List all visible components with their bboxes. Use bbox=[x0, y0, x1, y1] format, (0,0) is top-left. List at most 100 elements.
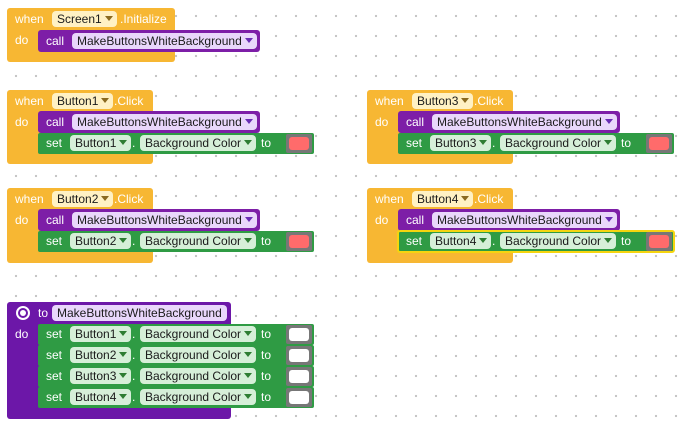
to-label: to bbox=[261, 327, 272, 341]
color-value-block[interactable] bbox=[286, 325, 312, 344]
screen1-initialize-event-block[interactable]: when Screen1 .Initialize do call MakeBut… bbox=[7, 8, 260, 62]
button4-component-dropdown[interactable]: Button4 bbox=[412, 191, 474, 207]
to-label: to bbox=[621, 234, 632, 248]
set-label: set bbox=[406, 136, 423, 150]
property-dropdown[interactable]: Background Color bbox=[140, 368, 257, 384]
button1-component-dropdown[interactable]: Button1 bbox=[52, 93, 114, 109]
to-label: to bbox=[261, 390, 272, 404]
do-label: do bbox=[15, 115, 29, 129]
to-label: to bbox=[261, 136, 272, 150]
set-background-color-block[interactable]: set Button1 . Background Color to bbox=[38, 133, 314, 154]
procedure-name-field[interactable]: MakeButtonsWhiteBackground bbox=[52, 305, 227, 321]
set-background-color-block[interactable]: set Button2 . Background Color to bbox=[38, 231, 314, 252]
color-value-block[interactable] bbox=[286, 232, 312, 251]
set-background-color-block-selected[interactable]: set Button4 . Background Color to bbox=[397, 230, 675, 253]
pink-color-swatch[interactable] bbox=[289, 137, 309, 150]
to-label: to bbox=[38, 306, 49, 320]
do-label: do bbox=[375, 115, 389, 129]
property-dropdown[interactable]: Background Color bbox=[140, 135, 257, 151]
color-value-block[interactable] bbox=[286, 346, 312, 365]
color-value-block[interactable] bbox=[286, 388, 312, 407]
button2-click-event-block[interactable]: when Button2 .Click do call MakeButtonsW… bbox=[7, 188, 314, 263]
component-dropdown[interactable]: Button2 bbox=[70, 347, 132, 363]
button2-component-dropdown[interactable]: Button2 bbox=[52, 191, 114, 207]
when-label: when bbox=[375, 192, 404, 206]
color-value-block[interactable] bbox=[286, 134, 312, 153]
call-label: call bbox=[46, 213, 65, 227]
pink-color-swatch[interactable] bbox=[649, 235, 669, 248]
component-dropdown[interactable]: Button2 bbox=[70, 233, 132, 249]
dot-separator: . bbox=[492, 136, 496, 150]
color-value-block[interactable] bbox=[646, 134, 672, 153]
set-label: set bbox=[46, 369, 63, 383]
call-procedure-block[interactable]: call MakeButtonsWhiteBackground bbox=[38, 30, 260, 52]
when-label: when bbox=[15, 192, 44, 206]
call-procedure-block[interactable]: call MakeButtonsWhiteBackground bbox=[38, 209, 260, 231]
call-procedure-block[interactable]: call MakeButtonsWhiteBackground bbox=[38, 111, 260, 133]
property-dropdown[interactable]: Background Color bbox=[500, 233, 617, 249]
call-label: call bbox=[406, 213, 425, 227]
white-color-swatch[interactable] bbox=[289, 370, 309, 383]
procedure-name-dropdown[interactable]: MakeButtonsWhiteBackground bbox=[432, 212, 617, 228]
to-label: to bbox=[261, 234, 272, 248]
dot-separator: . bbox=[132, 234, 136, 248]
dot-separator: . bbox=[132, 348, 136, 362]
property-dropdown[interactable]: Background Color bbox=[140, 389, 257, 405]
gear-icon[interactable] bbox=[16, 306, 30, 320]
component-dropdown[interactable]: Button3 bbox=[70, 368, 132, 384]
set-background-color-block[interactable]: set Button4 . Background Color to bbox=[38, 387, 314, 408]
call-label: call bbox=[46, 115, 65, 129]
procedure-name-dropdown[interactable]: MakeButtonsWhiteBackground bbox=[72, 212, 257, 228]
to-label: to bbox=[261, 348, 272, 362]
click-event-label: .Click bbox=[114, 94, 144, 108]
property-dropdown[interactable]: Background Color bbox=[500, 135, 617, 151]
component-dropdown[interactable]: Button4 bbox=[70, 389, 132, 405]
dot-separator: . bbox=[132, 136, 136, 150]
pink-color-swatch[interactable] bbox=[649, 137, 669, 150]
component-dropdown[interactable]: Button1 bbox=[70, 135, 132, 151]
dot-separator: . bbox=[492, 234, 496, 248]
white-color-swatch[interactable] bbox=[289, 328, 309, 341]
component-dropdown[interactable]: Button1 bbox=[70, 326, 132, 342]
color-value-block[interactable] bbox=[286, 367, 312, 386]
procedure-name-dropdown[interactable]: MakeButtonsWhiteBackground bbox=[72, 33, 257, 49]
when-label: when bbox=[375, 94, 404, 108]
color-value-block[interactable] bbox=[646, 232, 672, 251]
property-dropdown[interactable]: Background Color bbox=[140, 326, 257, 342]
button3-component-dropdown[interactable]: Button3 bbox=[412, 93, 474, 109]
call-procedure-block[interactable]: call MakeButtonsWhiteBackground bbox=[398, 209, 620, 231]
screen1-component-dropdown[interactable]: Screen1 bbox=[52, 11, 117, 27]
property-dropdown[interactable]: Background Color bbox=[140, 233, 257, 249]
set-label: set bbox=[46, 348, 63, 362]
set-background-color-block[interactable]: set Button1 . Background Color to bbox=[38, 324, 314, 345]
set-label: set bbox=[46, 390, 63, 404]
when-label: when bbox=[15, 12, 44, 26]
button1-click-event-block[interactable]: when Button1 .Click do call MakeButtonsW… bbox=[7, 90, 314, 164]
do-label: do bbox=[15, 213, 29, 227]
call-procedure-block[interactable]: call MakeButtonsWhiteBackground bbox=[398, 111, 620, 133]
set-background-color-block[interactable]: set Button3 . Background Color to bbox=[38, 366, 314, 387]
button3-click-event-block[interactable]: when Button3 .Click do call MakeButtonsW… bbox=[367, 90, 674, 164]
to-label: to bbox=[621, 136, 632, 150]
procedure-name-dropdown[interactable]: MakeButtonsWhiteBackground bbox=[432, 114, 617, 130]
set-label: set bbox=[46, 136, 63, 150]
to-label: to bbox=[261, 369, 272, 383]
set-background-color-block[interactable]: set Button2 . Background Color to bbox=[38, 345, 314, 366]
procedure-name-dropdown[interactable]: MakeButtonsWhiteBackground bbox=[72, 114, 257, 130]
click-event-label: .Click bbox=[114, 192, 144, 206]
set-label: set bbox=[46, 327, 63, 341]
white-color-swatch[interactable] bbox=[289, 391, 309, 404]
component-dropdown[interactable]: Button4 bbox=[430, 233, 492, 249]
call-label: call bbox=[46, 34, 65, 48]
do-label: do bbox=[15, 327, 29, 341]
set-background-color-block[interactable]: set Button3 . Background Color to bbox=[398, 133, 674, 154]
call-label: call bbox=[406, 115, 425, 129]
button4-click-event-block[interactable]: when Button4 .Click do call MakeButtonsW… bbox=[367, 188, 675, 263]
click-event-label: .Click bbox=[474, 192, 504, 206]
pink-color-swatch[interactable] bbox=[289, 235, 309, 248]
component-dropdown[interactable]: Button3 bbox=[430, 135, 492, 151]
dot-separator: . bbox=[132, 369, 136, 383]
white-color-swatch[interactable] bbox=[289, 349, 309, 362]
property-dropdown[interactable]: Background Color bbox=[140, 347, 257, 363]
procedure-definition-block[interactable]: to MakeButtonsWhiteBackground do set But… bbox=[7, 302, 314, 419]
